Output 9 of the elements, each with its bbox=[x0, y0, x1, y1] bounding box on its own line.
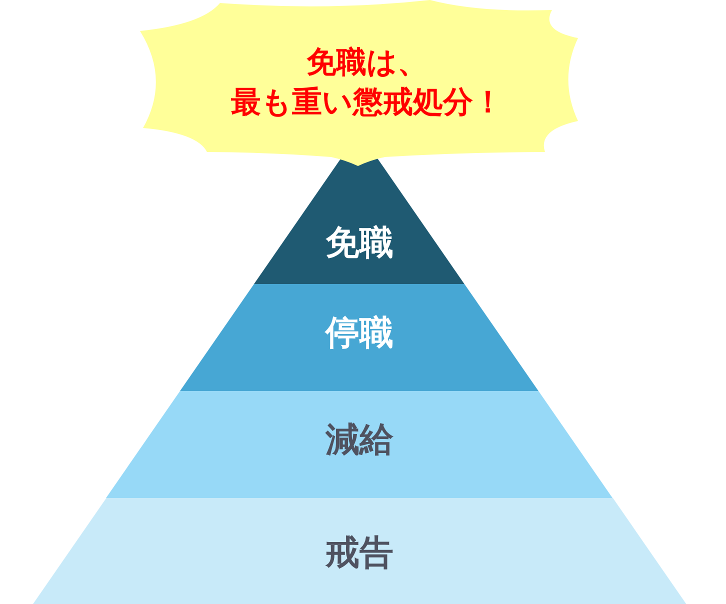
tier-label: 戒告 bbox=[325, 536, 394, 570]
pyramid-tier bbox=[32, 498, 686, 604]
tier-label: 免職 bbox=[325, 226, 394, 260]
pyramid-tier bbox=[106, 391, 613, 498]
tier-label: 停職 bbox=[325, 316, 394, 350]
pyramid-tier bbox=[180, 284, 539, 391]
tier-label: 減給 bbox=[325, 423, 394, 457]
burst-callout bbox=[138, 0, 580, 168]
callout-text: 免職は、最も重い懲戒処分！ bbox=[230, 44, 504, 122]
